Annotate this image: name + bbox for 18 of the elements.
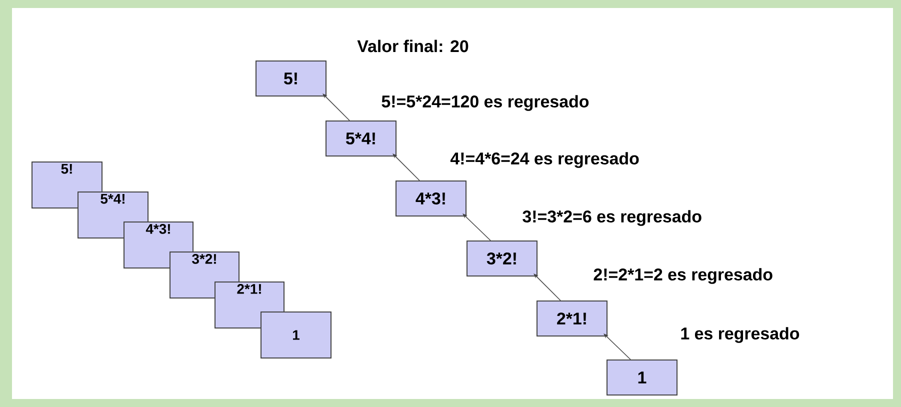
- result-label: 2!=2*1=2 es regresado: [594, 268, 772, 284]
- title: Valor final: 20: [357, 40, 468, 52]
- arrow: [462, 214, 491, 241]
- box: 4*3!: [396, 180, 466, 216]
- arrow: [392, 154, 420, 181]
- result-label: 3!=3*2=6 es regresado: [522, 210, 702, 226]
- box: 5*4!: [326, 120, 396, 156]
- arrow: [534, 274, 561, 301]
- result-label: 4!=4*6=24 es regresado: [450, 152, 639, 168]
- result-label: 5!=5*24=120 es regresado: [382, 95, 589, 111]
- box: 1: [606, 360, 678, 396]
- arrow: [322, 94, 350, 121]
- box: 2*1!: [536, 300, 608, 336]
- box: 1: [260, 312, 332, 358]
- box: 3*2!: [466, 240, 538, 276]
- box: 5!: [256, 60, 326, 96]
- result-label: 1 es regresado: [681, 327, 800, 343]
- arrow: [604, 334, 631, 360]
